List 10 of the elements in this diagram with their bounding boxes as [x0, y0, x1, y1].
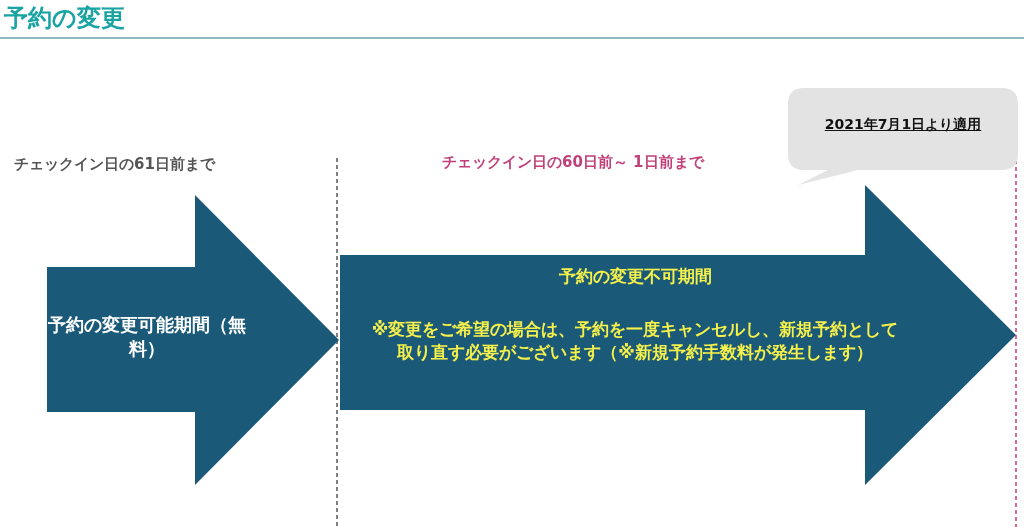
arrow-shape	[340, 185, 1016, 485]
period-label: 予約の変更可能期間（無料）	[47, 313, 247, 362]
time-range-label: チェックイン日の61日前まで	[14, 155, 215, 174]
speech-bubble	[788, 88, 1018, 185]
period-label: 予約の変更不可期間	[557, 265, 713, 288]
page-title: 予約の変更	[4, 3, 125, 34]
note-text: ※変更をご希望の場合は、予約を一度キャンセルし、新規予約として取り直す必要がございます（※新規予約手数料が発生します）	[370, 318, 900, 364]
time-range-label: チェックイン日の60日前～ 1日前まで	[442, 153, 704, 172]
note-text: 2021年7月1日より適用	[823, 115, 983, 134]
arrow-shape	[47, 195, 339, 485]
